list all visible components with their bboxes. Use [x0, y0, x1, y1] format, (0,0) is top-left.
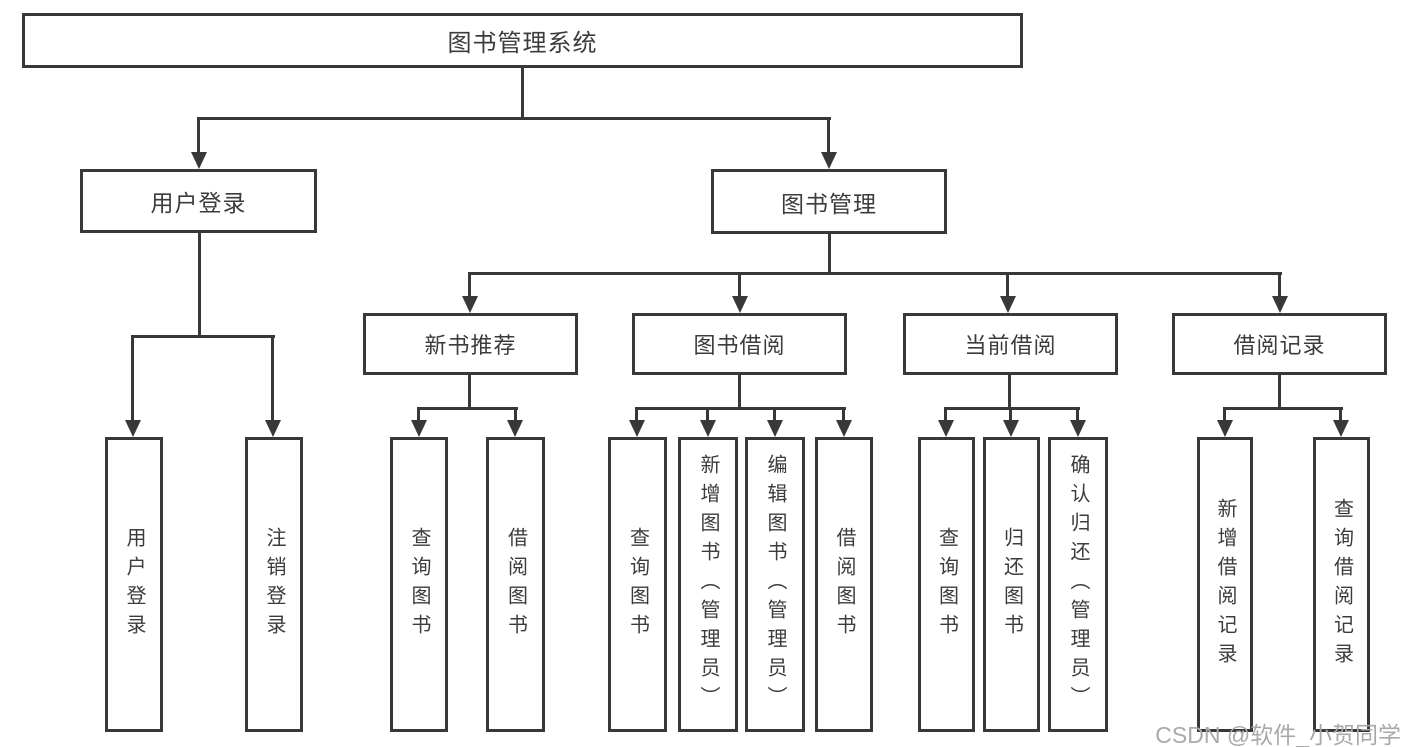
connector-drop — [468, 375, 471, 407]
leaf-label: 归还图书 — [1000, 526, 1023, 643]
connector-drop — [417, 407, 420, 421]
connector-drop — [827, 117, 830, 153]
arrowhead-down — [125, 420, 141, 437]
connector-level3-bus — [468, 272, 1282, 275]
leaf-label: 查询图书 — [935, 526, 958, 643]
leaf-borrow-books-recommend: 借阅图书 — [486, 437, 545, 732]
leaf-label: 编辑图书（管理员） — [764, 454, 786, 715]
csdn-watermark: CSDN @软件_小贺同学 — [1155, 722, 1401, 747]
connector-level2-bus — [197, 117, 831, 120]
connector-drop — [468, 272, 471, 297]
connector-drop — [1008, 375, 1011, 407]
node-user-login-label: 用户登录 — [150, 190, 247, 216]
node-book-management-label: 图书管理 — [781, 190, 877, 217]
arrowhead-down — [629, 420, 645, 437]
connector-bus — [944, 407, 1080, 410]
node-borrowing-records-label: 借阅记录 — [1233, 333, 1326, 358]
connector-bus — [417, 407, 518, 410]
arrowhead-down — [191, 152, 207, 169]
connector-drop — [842, 407, 845, 421]
arrowhead-down — [1070, 420, 1086, 437]
connector-drop — [635, 407, 638, 421]
connector-drop — [131, 335, 134, 421]
leaf-label: 借阅图书 — [833, 526, 855, 643]
leaf-label: 新增借阅记录 — [1214, 497, 1236, 672]
node-book-borrowing: 图书借阅 — [632, 313, 847, 375]
connector-drop — [706, 407, 709, 421]
connector-drop — [944, 407, 947, 421]
leaf-add-borrow-record: 新增借阅记录 — [1197, 437, 1253, 732]
arrowhead-down — [821, 152, 837, 169]
node-current-borrowing-label: 当前借阅 — [964, 333, 1057, 358]
connector-drop — [1006, 272, 1009, 297]
connector-userlogin-bus — [131, 335, 275, 338]
arrowhead-down — [938, 420, 954, 437]
arrowhead-down — [265, 420, 281, 437]
arrowhead-down — [836, 420, 852, 437]
leaf-label: 新增图书（管理员） — [697, 454, 719, 715]
node-new-book-recommendation: 新书推荐 — [363, 313, 578, 375]
connector-bookmgmt-drop — [828, 234, 831, 272]
arrowhead-down — [411, 420, 427, 437]
connector-root-drop — [521, 68, 524, 117]
connector-drop — [773, 407, 776, 421]
leaf-query-books-recommend: 查询图书 — [390, 437, 448, 732]
leaf-label: 查询借阅记录 — [1330, 497, 1353, 672]
connector-drop — [197, 117, 200, 153]
node-root: 图书管理系统 — [22, 13, 1023, 68]
leaf-confirm-return-admin: 确认归还（管理员） — [1048, 437, 1108, 732]
arrowhead-down — [732, 296, 748, 313]
leaf-edit-books-admin: 编辑图书（管理员） — [745, 437, 805, 732]
connector-bus — [635, 407, 846, 410]
leaf-query-books-current: 查询图书 — [918, 437, 975, 732]
node-current-borrowing: 当前借阅 — [903, 313, 1118, 375]
leaf-label: 查询图书 — [408, 526, 430, 643]
connector-drop — [1339, 407, 1342, 421]
arrowhead-down — [1000, 296, 1016, 313]
leaf-logout: 注销登录 — [245, 437, 303, 732]
connector-drop — [1009, 407, 1012, 421]
arrowhead-down — [1003, 420, 1019, 437]
connector-drop — [1278, 375, 1281, 407]
connector-userlogin-drop — [198, 233, 201, 335]
leaf-query-books-borrow: 查询图书 — [608, 437, 667, 732]
arrowhead-down — [767, 420, 783, 437]
leaf-label: 用户登录 — [123, 526, 145, 643]
connector-drop — [1278, 272, 1281, 297]
connector-bus — [1223, 407, 1343, 410]
leaf-borrow-books: 借阅图书 — [815, 437, 873, 732]
arrowhead-down — [700, 420, 716, 437]
connector-drop — [271, 335, 274, 421]
connector-drop — [514, 407, 517, 421]
arrowhead-down — [462, 296, 478, 313]
arrowhead-down — [1217, 420, 1233, 437]
node-root-label: 图书管理系统 — [447, 30, 598, 57]
connector-drop — [738, 375, 741, 407]
leaf-label: 确认归还（管理员） — [1067, 454, 1089, 715]
leaf-query-borrow-record: 查询借阅记录 — [1313, 437, 1370, 732]
arrowhead-down — [1333, 420, 1349, 437]
node-new-book-recommendation-label: 新书推荐 — [424, 333, 517, 358]
connector-drop — [1076, 407, 1079, 421]
leaf-label: 查询图书 — [626, 526, 649, 643]
node-borrowing-records: 借阅记录 — [1172, 313, 1387, 375]
arrowhead-down — [1272, 296, 1288, 313]
connector-drop — [738, 272, 741, 297]
leaf-user-login: 用户登录 — [105, 437, 163, 732]
node-book-management: 图书管理 — [711, 169, 947, 234]
leaf-label: 注销登录 — [263, 526, 285, 643]
leaf-label: 借阅图书 — [504, 526, 527, 643]
leaf-add-books-admin: 新增图书（管理员） — [678, 437, 738, 732]
arrowhead-down — [507, 420, 523, 437]
connector-drop — [1223, 407, 1226, 421]
node-book-borrowing-label: 图书借阅 — [693, 333, 786, 358]
leaf-return-books: 归还图书 — [983, 437, 1040, 732]
node-user-login: 用户登录 — [80, 169, 317, 233]
